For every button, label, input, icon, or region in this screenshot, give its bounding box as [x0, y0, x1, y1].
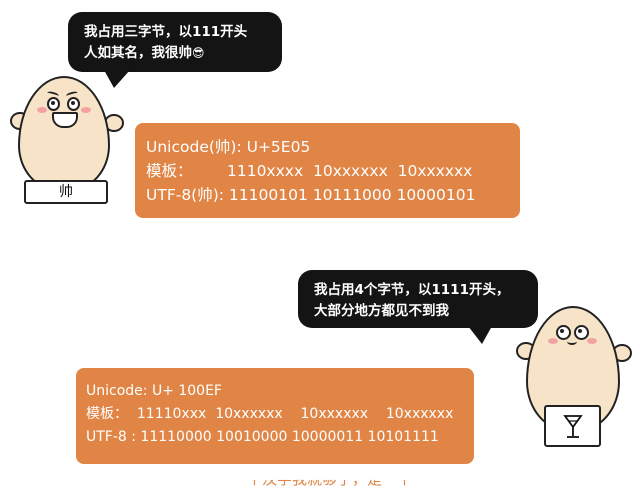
glyph-sign-right — [544, 405, 601, 447]
bubble-top-line2: 人如其名，我很帅😎 — [84, 43, 270, 64]
utf8-row: UTF-8 : 11110000 10010000 10000011 10101… — [86, 429, 439, 445]
speech-bubble-bottom: 我占用4个字节，以1111开头， 大部分地方都见不到我 — [298, 270, 538, 344]
utf8-3byte-card: Unicode(帅): U+5E05 模板： 1110xxxx 10xxxxxx… — [135, 123, 520, 218]
sunglasses-emoji: 😎 — [192, 46, 205, 60]
egg-body — [18, 76, 110, 192]
bubble-bottom-line1: 我占用4个字节，以1111开头， — [314, 282, 510, 298]
template-row: 模板： 11110xxx 10xxxxxx 10xxxxxx 10xxxxxx — [86, 406, 454, 422]
unicode-row: Unicode(帅): U+5E05 — [146, 138, 311, 156]
grin-mouth — [52, 112, 78, 128]
left-eye — [556, 325, 571, 340]
left-eye — [47, 97, 60, 111]
right-eye — [67, 97, 80, 111]
speech-bubble-top: 我占用三字节，以111开头 人如其名，我很帅😎 — [68, 12, 282, 88]
right-cheek — [587, 338, 597, 344]
bubble-bottom-line2: 大部分地方都见不到我 — [314, 303, 449, 319]
smile-mouth — [567, 338, 577, 345]
utf8-4byte-card: Unicode: U+ 100EF 模板： 11110xxx 10xxxxxx … — [76, 368, 474, 464]
template-row: 模板： 1110xxxx 10xxxxxx 10xxxxxx — [146, 162, 473, 180]
bubble-top-line2-text: 人如其名，我很帅 — [84, 45, 192, 61]
unicode-row: Unicode: U+ 100EF — [86, 383, 222, 399]
utf8-row: UTF-8(帅): 11100101 10111000 10000101 — [146, 186, 476, 204]
right-cheek — [81, 107, 91, 113]
left-cheek — [37, 107, 47, 113]
name-sign-left: 帅 — [24, 180, 108, 204]
cutoff-caption-text: 一个汉字我就够了，是一个 — [232, 470, 413, 488]
bubble-top-line1: 我占用三字节，以111开头 — [84, 24, 248, 40]
right-eye — [574, 325, 589, 340]
speech-bubble-tail — [104, 70, 130, 88]
left-cheek — [548, 338, 558, 344]
goblet-glyph-icon — [562, 415, 583, 438]
speech-bubble-tail — [468, 326, 492, 344]
